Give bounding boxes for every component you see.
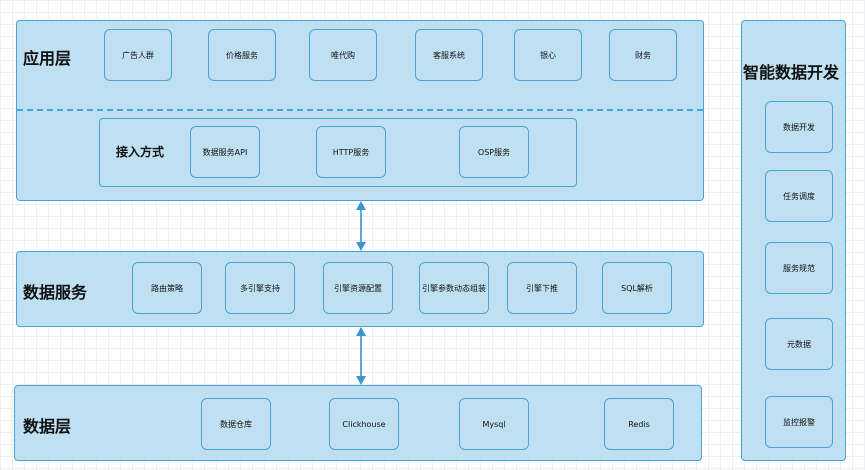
data-service-layer: 数据服务 路由策略 多引擎支持 引擎资源配置 引擎参数动态组装 引擎下推 SQL… [16, 251, 704, 327]
data-node-redis[interactable]: Redis [604, 398, 674, 450]
data-node-mysql[interactable]: Mysql [459, 398, 529, 450]
app-node-customer-service[interactable]: 客服系统 [415, 29, 483, 81]
data-node-clickhouse[interactable]: Clickhouse [329, 398, 399, 450]
smart-data-dev-title: 智能数据开发 [743, 63, 840, 82]
service-node-engine-pushdown[interactable]: 引擎下推 [507, 262, 577, 314]
app-node-finance[interactable]: 财务 [609, 29, 677, 81]
panel-node-service-spec[interactable]: 服务规范 [765, 242, 833, 294]
data-layer-title: 数据层 [23, 417, 72, 436]
panel-node-data-development[interactable]: 数据开发 [765, 101, 833, 153]
data-service-layer-title: 数据服务 [23, 283, 88, 302]
panel-node-task-scheduling[interactable]: 任务调度 [765, 170, 833, 222]
access-node-osp-service[interactable]: OSP服务 [459, 126, 529, 178]
service-node-sql-parsing[interactable]: SQL解析 [602, 262, 672, 314]
panel-node-metadata[interactable]: 元数据 [765, 318, 833, 370]
service-node-engine-resource-config[interactable]: 引擎资源配置 [323, 262, 393, 314]
access-node-http-service[interactable]: HTTP服务 [316, 126, 386, 178]
layer-dashed-divider [17, 109, 703, 111]
app-node-proxy-purchase[interactable]: 唯代购 [309, 29, 377, 81]
data-layer: 数据层 数据仓库 Clickhouse Mysql Redis [14, 385, 702, 461]
access-node-data-service-api[interactable]: 数据服务API [190, 126, 260, 178]
application-layer: 应用层 广告人群 价格服务 唯代购 客服系统 银心 财务 接入方式 数据服务AP… [16, 20, 704, 201]
app-node-yinxin[interactable]: 银心 [514, 29, 582, 81]
service-node-engine-param-assembly[interactable]: 引擎参数动态组装 [419, 262, 489, 314]
access-method-box: 接入方式 数据服务API HTTP服务 OSP服务 [99, 118, 577, 187]
panel-node-monitoring-alert[interactable]: 监控报警 [765, 396, 833, 448]
access-method-title: 接入方式 [116, 145, 165, 159]
service-node-multi-engine[interactable]: 多引擎支持 [225, 262, 295, 314]
smart-data-dev-panel: 智能数据开发 数据开发 任务调度 服务规范 元数据 监控报警 [741, 20, 846, 461]
app-node-ad-audience[interactable]: 广告人群 [104, 29, 172, 81]
application-layer-title: 应用层 [23, 49, 72, 68]
service-node-routing-strategy[interactable]: 路由策略 [132, 262, 202, 314]
arrow-service-to-data [356, 327, 366, 385]
app-node-pricing-service[interactable]: 价格服务 [208, 29, 276, 81]
data-node-warehouse[interactable]: 数据仓库 [201, 398, 271, 450]
arrow-app-to-service [356, 201, 366, 251]
